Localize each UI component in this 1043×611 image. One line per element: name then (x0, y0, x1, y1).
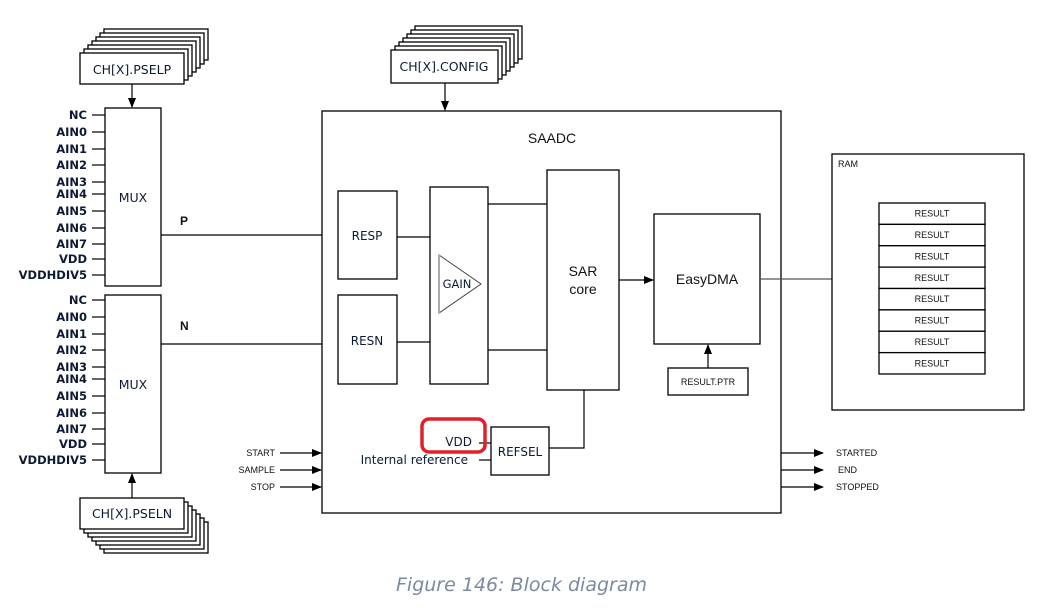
sar-core-block (546, 169, 620, 391)
result-ptr-register (667, 367, 749, 396)
ram-result-label: RESULT (915, 337, 950, 347)
refsel-label: REFSEL (498, 445, 543, 459)
mux-input-label: AIN3 (56, 360, 87, 374)
mux-input-label: AIN0 (56, 125, 87, 139)
mux-input-label: AIN2 (56, 158, 87, 172)
mux-input-label: AIN4 (56, 372, 87, 386)
mux-input-label: AIN6 (56, 221, 87, 235)
ram-result-label: RESULT (915, 294, 950, 304)
mux-input-label: NC (69, 108, 87, 122)
n-signal-label: N (180, 319, 189, 333)
sar-label-line2: core (569, 281, 596, 297)
ram-result-label: RESULT (915, 316, 950, 326)
ram-result-list: RESULT RESULT RESULT RESULT RESULT RESULT RESU… (878, 202, 986, 375)
pseln-label: CH[X].PSELN (92, 506, 172, 521)
mux-negative-label: MUX (119, 377, 148, 392)
event-outputs: STARTED END STOPPED (781, 448, 879, 492)
task-inputs: START SAMPLE STOP (238, 448, 322, 492)
mux-input-label: AIN7 (56, 422, 87, 436)
ram-result-slot (878, 351, 986, 375)
mux-input-label: AIN5 (56, 204, 87, 218)
mux-input-label: VDDHDIV5 (19, 268, 87, 282)
mux-input-label: AIN0 (56, 310, 87, 324)
mux-input-label: AIN1 (56, 327, 87, 341)
resp-block (337, 190, 398, 280)
p-signal-label: P (180, 214, 188, 228)
config-register-stack: CH[X].CONFIG (390, 25, 523, 84)
refsel-block (490, 426, 550, 476)
event-label: END (838, 465, 858, 475)
easydma-block (653, 213, 761, 345)
ram-result-label: RESULT (915, 273, 950, 283)
mux-input-label: AIN1 (56, 142, 87, 156)
resn-block (337, 294, 398, 385)
figure-caption: Figure 146: Block diagram (396, 574, 647, 596)
mux-input-label: VDD (59, 252, 87, 266)
mux-input-label: AIN2 (56, 343, 87, 357)
resp-label: RESP (352, 229, 383, 243)
task-label: START (246, 448, 275, 458)
mux-positive-label: MUX (119, 190, 148, 205)
mux-positive (104, 107, 162, 287)
ram-title: RAM (838, 159, 858, 169)
task-label: SAMPLE (238, 465, 275, 475)
mux-input-label: NC (69, 293, 87, 307)
event-label: STARTED (836, 448, 878, 458)
ram-result-label: RESULT (915, 209, 950, 219)
config-label: CH[X].CONFIG (400, 59, 489, 74)
ram-result-label: RESULT (915, 251, 950, 261)
pselp-register-stack: CH[X].PSELP (79, 28, 209, 85)
config-register (390, 49, 499, 84)
event-label: STOPPED (836, 482, 879, 492)
mux-input-label: AIN7 (56, 237, 87, 251)
mux-input-label: VDDHDIV5 (19, 453, 87, 467)
result-ptr-label: RESULT.PTR (681, 377, 736, 387)
sar-label-line1: SAR (569, 263, 598, 279)
ref-internal-label: Internal reference (361, 453, 468, 467)
ref-vdd-label: VDD (445, 435, 472, 449)
gain-label: GAIN (443, 277, 472, 291)
easydma-label: EasyDMA (676, 271, 739, 287)
mux-negative (104, 294, 162, 474)
ram-result-label: RESULT (915, 358, 950, 368)
saadc-title: SAADC (528, 130, 576, 146)
vdd-highlight-annotation (420, 417, 487, 454)
ram-result-label: RESULT (915, 230, 950, 240)
task-label: STOP (251, 482, 275, 492)
pseln-register-stack: CH[X].PSELN (79, 497, 209, 554)
pseln-register (79, 497, 185, 530)
mux-input-label: AIN6 (56, 406, 87, 420)
resn-label: RESN (351, 334, 384, 348)
refsel-to-sar-wire (549, 390, 585, 449)
mux-input-label: AIN3 (56, 175, 87, 189)
pselp-label: CH[X].PSELP (93, 62, 172, 77)
mux-input-label: AIN5 (56, 389, 87, 403)
mux-input-label: AIN4 (56, 187, 87, 201)
mux-input-label: VDD (59, 437, 87, 451)
